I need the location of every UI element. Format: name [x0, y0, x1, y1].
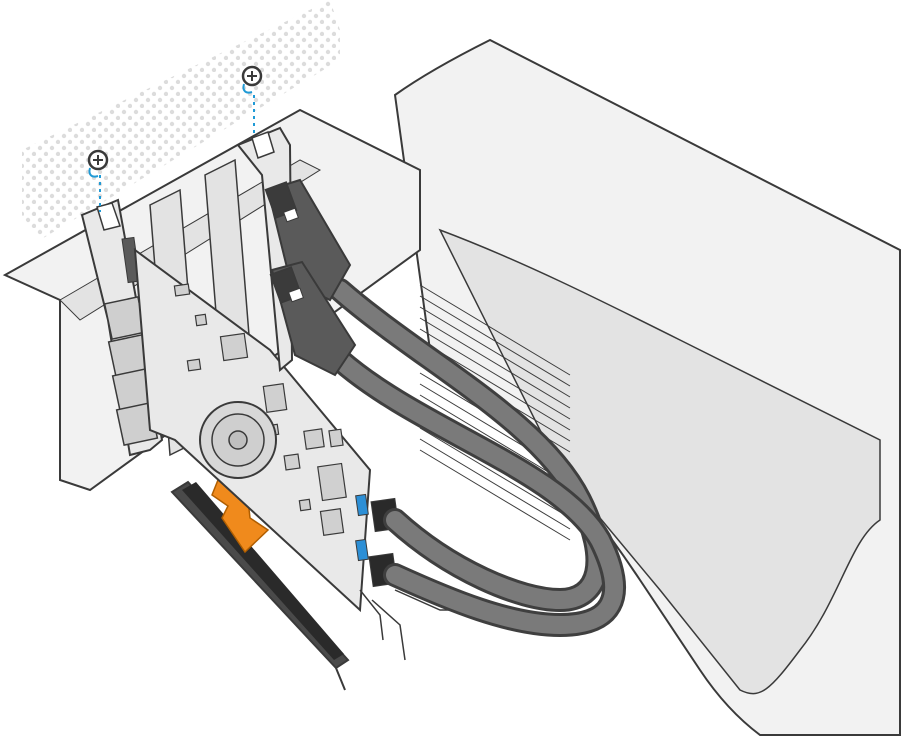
- heatsink-fin: [419, 427, 571, 519]
- heatsink-fin: [419, 317, 571, 409]
- side-panel: [393, 38, 901, 736]
- heatsink-fin: [419, 306, 571, 398]
- card-chip: [219, 332, 249, 362]
- cable-plug: [269, 260, 357, 377]
- heatsink-fin: [419, 449, 571, 541]
- cable: [328, 348, 627, 638]
- card-chip: [186, 358, 202, 372]
- screw-icon: [87, 149, 109, 212]
- card-chip: [283, 453, 301, 471]
- vent-perforation: [22, 0, 340, 240]
- card-chip: [194, 313, 208, 327]
- heatsink-fin: [419, 438, 571, 530]
- expansion-card: [133, 247, 450, 661]
- card-chip: [173, 283, 191, 297]
- card-chip: [262, 383, 288, 413]
- fan-icon: [199, 401, 277, 479]
- heatsink-fin: [419, 284, 571, 376]
- heatsink-fin: [419, 295, 571, 387]
- heatsink-fin: [419, 394, 571, 486]
- card-bracket-left: [80, 198, 164, 457]
- card-chip: [298, 498, 312, 512]
- card-chip: [328, 428, 344, 448]
- card-chip: [303, 428, 325, 450]
- pcie-slot: [170, 480, 350, 691]
- heatsink-fin: [419, 328, 571, 420]
- screw-icon: [241, 65, 263, 135]
- card-chip: [319, 508, 345, 536]
- card-chip: [317, 462, 347, 502]
